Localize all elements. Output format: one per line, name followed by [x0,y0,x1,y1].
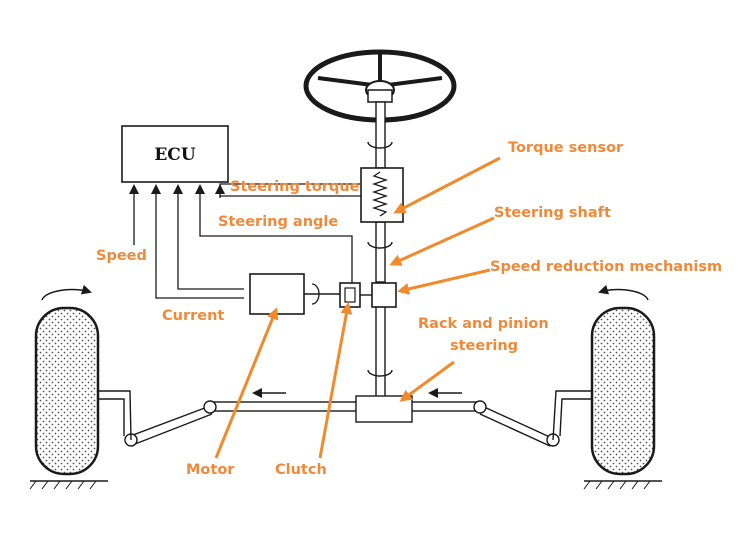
label-steering-shaft: Steering shaft [494,205,611,221]
arrow-speed-reduction [397,268,491,295]
label-steering-angle: Steering angle [218,214,338,230]
torque-sensor [360,167,404,223]
ecu-box: ECU [121,125,229,183]
label-speed-reduction: Speed reduction mechanism [490,259,722,275]
label-torque-sensor: Torque sensor [508,140,624,156]
speed-reduction-box [371,282,397,308]
label-rack-pinion-1: Rack and pinion [418,316,549,332]
label-clutch: Clutch [275,462,327,478]
ecu-label: ECU [154,145,195,165]
ecu-signal-lines [129,183,362,299]
steering-wheel [303,49,457,123]
label-current: Current [162,308,224,324]
callout-arrows [214,156,501,459]
motor [249,273,340,315]
labels: Torque sensor Steering torque Steering s… [96,140,722,478]
right-wheel [583,284,662,490]
arrow-motor [214,307,279,459]
label-speed: Speed [96,248,147,264]
left-wheel [29,284,108,490]
label-rack-pinion-2: steering [450,338,518,354]
steering-column [367,101,393,399]
arrow-rack-pinion [399,360,455,402]
arrow-steering-shaft [389,216,495,266]
label-motor: Motor [186,462,235,478]
label-steering-torque: Steering torque [230,179,360,195]
clutch [339,282,372,308]
rack-assembly [98,388,592,447]
arrow-clutch [318,302,353,459]
arrow-torque-sensor [393,156,501,214]
